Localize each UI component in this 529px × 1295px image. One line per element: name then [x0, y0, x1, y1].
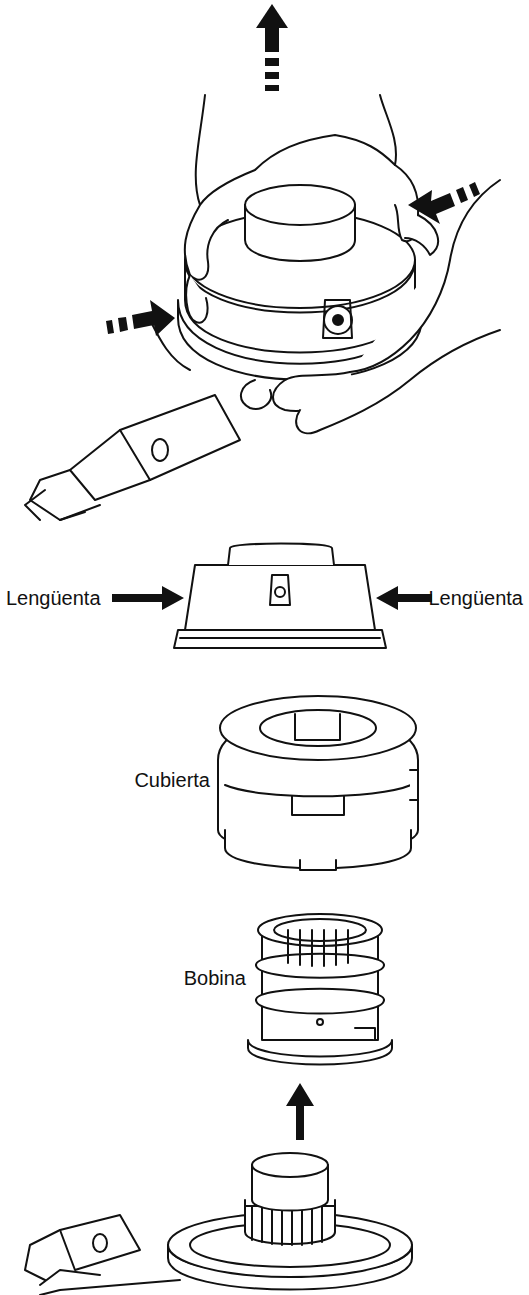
part-label: Lengüenta: [6, 587, 101, 609]
tab-arrows: [112, 586, 432, 610]
insert-arrow: [286, 1083, 314, 1140]
hands: [150, 95, 500, 433]
pull-arrow: [256, 4, 288, 91]
tab-housing: [174, 544, 386, 649]
cover-part: [218, 696, 418, 870]
part-label: Cubierta: [134, 769, 210, 791]
head-base: [25, 1153, 412, 1295]
part-label: Bobina: [184, 967, 246, 989]
spool-part: [248, 914, 392, 1065]
gear-head: [25, 395, 240, 520]
squeeze-arrows: [106, 182, 480, 336]
part-label: Lengüenta: [428, 587, 523, 609]
